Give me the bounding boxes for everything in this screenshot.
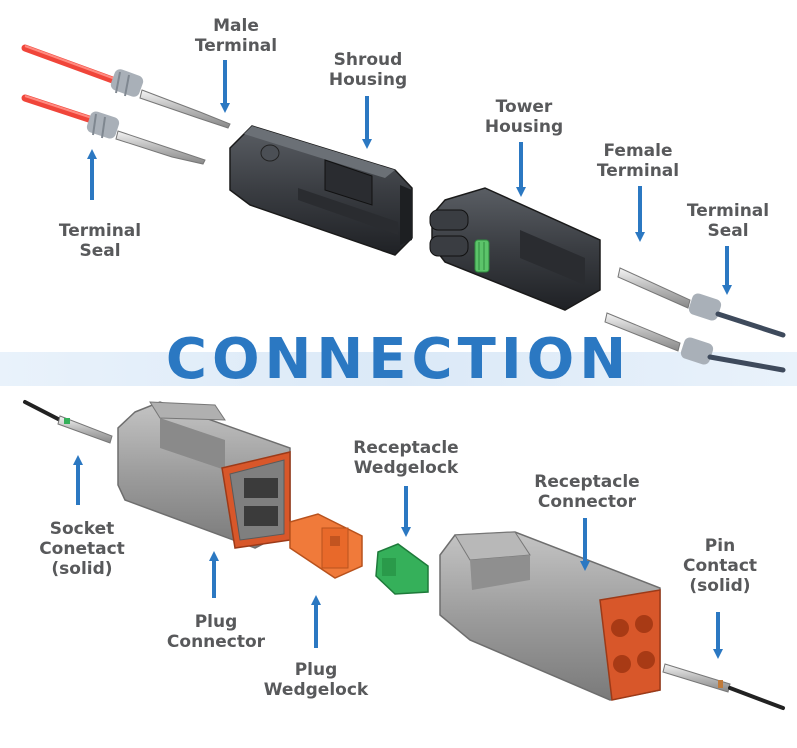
- dark-wire-upper: [715, 311, 786, 338]
- arrows: [73, 60, 732, 659]
- terminal-seal-lower: [86, 111, 120, 139]
- plug-connector: [117, 401, 291, 549]
- label-male-terminal: Male Terminal: [194, 16, 278, 56]
- female-terminal-upper: [617, 267, 691, 309]
- red-wire-upper: [21, 44, 122, 86]
- plug-wedgelock: [289, 513, 363, 579]
- label-tower-housing: Tower Housing: [484, 97, 564, 137]
- terminal-seal-right-lower: [680, 337, 714, 365]
- socket-contact: [57, 415, 113, 444]
- terminal-seal-right-upper: [688, 293, 722, 321]
- label-shroud-housing: Shroud Housing: [328, 50, 408, 90]
- red-wire-lower: [21, 94, 96, 124]
- black-wire-right: [728, 686, 785, 710]
- pin-contact: [662, 663, 731, 693]
- male-terminal-upper: [139, 89, 231, 129]
- tower-housing: [429, 187, 601, 311]
- label-pin-contact: Pin Contact (solid): [682, 536, 758, 596]
- receptacle-wedgelock: [375, 543, 429, 595]
- female-terminal-lower: [604, 312, 681, 352]
- terminal-seal-upper: [110, 69, 144, 97]
- label-terminal-seal-left: Terminal Seal: [58, 221, 142, 261]
- male-terminal-lower: [115, 130, 206, 165]
- title-banner: [0, 352, 797, 386]
- label-socket-contact: Socket Conetact (solid): [39, 519, 125, 579]
- label-plug-wedgelock: Plug Wedgelock: [263, 660, 369, 700]
- shroud-housing: [229, 125, 413, 256]
- label-terminal-seal-right: Terminal Seal: [686, 201, 770, 241]
- dark-wire-lower: [707, 354, 786, 373]
- label-female-terminal: Female Terminal: [596, 141, 680, 181]
- label-receptacle-connector: Receptacle Connector: [534, 472, 640, 512]
- title: CONNECTION: [165, 327, 632, 392]
- receptacle-connector: [439, 531, 661, 701]
- label-receptacle-wedgelock: Receptacle Wedgelock: [353, 438, 459, 478]
- black-wire-left: [23, 400, 62, 422]
- label-plug-connector: Plug Connector: [166, 612, 266, 652]
